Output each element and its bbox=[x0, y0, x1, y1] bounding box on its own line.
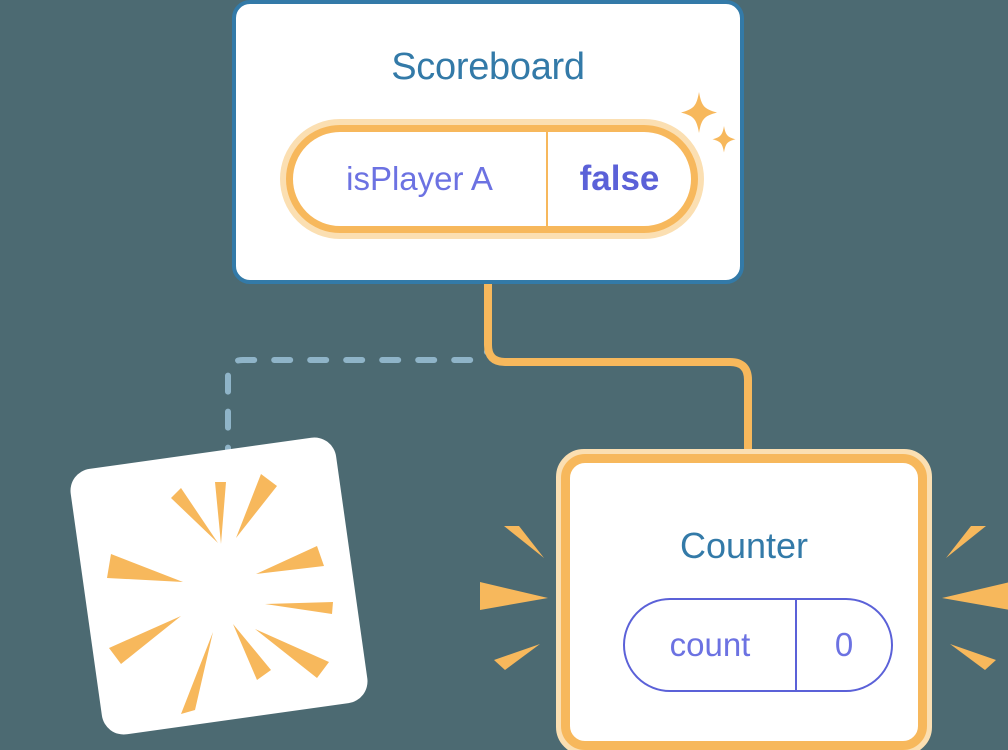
sparkle-small-icon bbox=[712, 126, 736, 153]
burst-ray bbox=[233, 624, 271, 680]
burst-ray bbox=[946, 526, 986, 558]
scoreboard-prop-value: false bbox=[579, 159, 660, 198]
burst-ray bbox=[107, 554, 183, 582]
burst-ray bbox=[236, 474, 277, 538]
sparkle-large-icon bbox=[681, 92, 717, 133]
connector-scoreboard-to-counter bbox=[484, 282, 752, 470]
burst-ray bbox=[265, 602, 333, 614]
scoreboard-prop-divider bbox=[546, 125, 548, 233]
counter-burst-rays-left bbox=[480, 526, 548, 670]
burst-ray bbox=[480, 582, 548, 610]
burst-ray bbox=[171, 488, 218, 543]
burst-ray bbox=[255, 629, 329, 678]
sparkle-group bbox=[681, 92, 736, 153]
burst-ray bbox=[215, 482, 226, 544]
rerendered-component-card[interactable] bbox=[67, 434, 371, 738]
rerendered-card-burst-rays bbox=[107, 474, 333, 714]
burst-ray bbox=[494, 644, 540, 670]
counter-title: Counter bbox=[679, 525, 809, 566]
scoreboard-prop-pill-glow bbox=[280, 119, 704, 239]
burst-ray bbox=[256, 546, 324, 574]
scoreboard-title: Scoreboard bbox=[391, 46, 585, 88]
burst-ray bbox=[109, 616, 181, 664]
counter-card[interactable]: Counter count 0 bbox=[556, 449, 932, 750]
counter-burst-rays-right bbox=[942, 526, 1008, 670]
scoreboard-card[interactable]: Scoreboard isPlayer A false bbox=[232, 0, 744, 284]
burst-ray bbox=[942, 582, 1008, 610]
burst-ray bbox=[504, 526, 544, 558]
scoreboard-prop-pill[interactable]: isPlayer A false bbox=[280, 119, 704, 239]
counter-prop-pill[interactable]: count 0 bbox=[623, 598, 893, 692]
scoreboard-prop-key: isPlayer A bbox=[346, 160, 493, 197]
counter-prop-key: count bbox=[669, 626, 751, 663]
counter-prop-divider bbox=[795, 598, 797, 692]
burst-ray bbox=[950, 644, 996, 670]
counter-prop-value: 0 bbox=[834, 626, 854, 663]
burst-ray bbox=[181, 632, 213, 714]
